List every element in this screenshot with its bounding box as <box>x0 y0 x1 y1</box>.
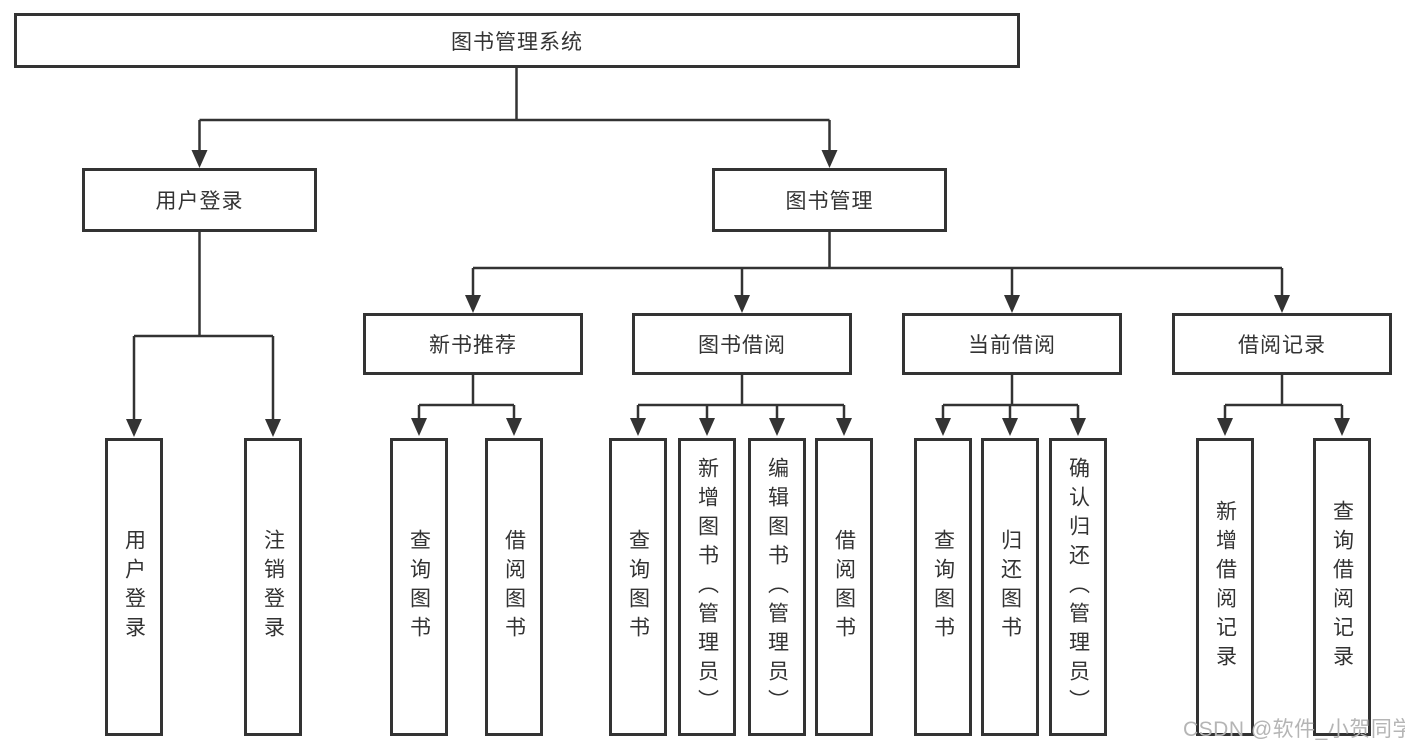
leaf-current-confirm: 确认归还（管理员） <box>1049 438 1107 736</box>
leaf-newbooks-borrow-label: 借阅图书 <box>502 529 526 645</box>
leaf-logout-label: 注销登录 <box>261 529 285 645</box>
leaf-current-confirm-label: 确认归还（管理员） <box>1066 456 1090 718</box>
leaf-records-query-label: 查询借阅记录 <box>1330 500 1354 674</box>
leaf-current-query-label: 查询图书 <box>931 529 955 645</box>
node-current-borrow: 当前借阅 <box>902 313 1122 375</box>
node-book-management-label: 图书管理 <box>785 190 874 213</box>
leaf-newbooks-query-label: 查询图书 <box>407 529 431 645</box>
node-book-borrowing-label: 图书借阅 <box>698 334 786 357</box>
leaf-newbooks-borrow: 借阅图书 <box>485 438 543 736</box>
connector-lines <box>132 68 1344 420</box>
node-user-login: 用户登录 <box>82 168 317 232</box>
node-user-login-label: 用户登录 <box>155 190 244 213</box>
leaf-records-query: 查询借阅记录 <box>1313 438 1371 736</box>
leaf-newbooks-query: 查询图书 <box>390 438 448 736</box>
leaf-borrowing-add: 新增图书（管理员） <box>678 438 736 736</box>
leaf-borrowing-add-label: 新增图书（管理员） <box>695 456 719 718</box>
leaf-user-login-label: 用户登录 <box>122 529 146 645</box>
node-borrow-records: 借阅记录 <box>1172 313 1392 375</box>
node-current-borrow-label: 当前借阅 <box>968 334 1056 357</box>
leaf-borrowing-query: 查询图书 <box>609 438 667 736</box>
leaf-logout: 注销登录 <box>244 438 302 736</box>
leaf-records-add-label: 新增借阅记录 <box>1213 500 1237 674</box>
leaf-borrowing-borrow: 借阅图书 <box>815 438 873 736</box>
leaf-current-query: 查询图书 <box>914 438 972 736</box>
leaf-records-add: 新增借阅记录 <box>1196 438 1254 736</box>
leaf-user-login: 用户登录 <box>105 438 163 736</box>
node-book-management: 图书管理 <box>712 168 947 232</box>
leaf-current-return: 归还图书 <box>981 438 1039 736</box>
leaf-borrowing-borrow-label: 借阅图书 <box>832 529 856 645</box>
leaf-borrowing-edit: 编辑图书（管理员） <box>748 438 806 736</box>
node-book-borrowing: 图书借阅 <box>632 313 852 375</box>
leaf-borrowing-query-label: 查询图书 <box>626 529 650 645</box>
node-new-book-recommend-label: 新书推荐 <box>429 334 517 357</box>
leaf-borrowing-edit-label: 编辑图书（管理员） <box>765 456 789 718</box>
node-borrow-records-label: 借阅记录 <box>1238 334 1326 357</box>
node-root: 图书管理系统 <box>14 13 1020 68</box>
node-root-label: 图书管理系统 <box>451 30 583 54</box>
leaf-current-return-label: 归还图书 <box>998 529 1022 645</box>
node-new-book-recommend: 新书推荐 <box>363 313 583 375</box>
csdn-watermark: CSDN @软件_小贺同学 <box>1183 718 1405 741</box>
